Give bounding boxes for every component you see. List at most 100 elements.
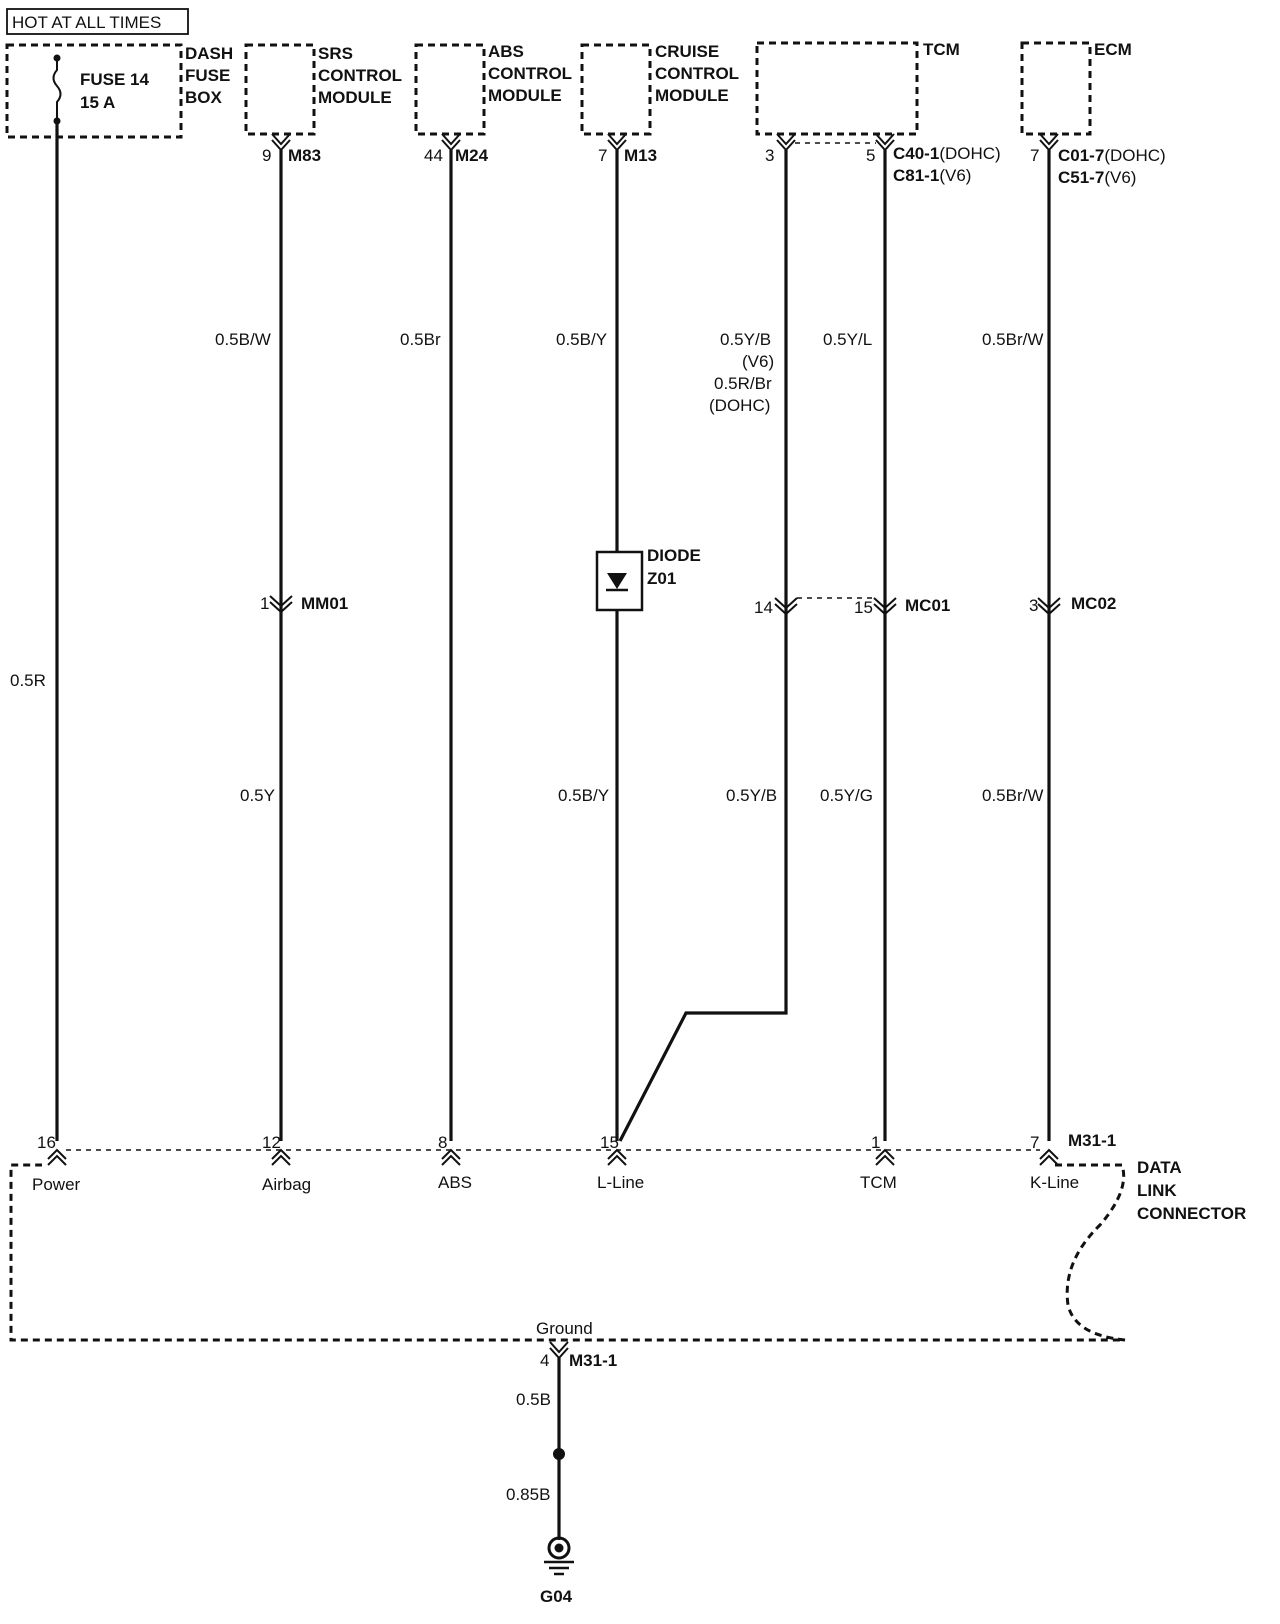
mc01-pin-14-number: 14 <box>754 598 773 617</box>
dlc-pin-number-15: 15 <box>600 1133 619 1152</box>
tcm-lower-wire-label: 0.5Y/G <box>820 786 873 805</box>
fuse-rating: 15 A <box>80 93 115 112</box>
mc01-connector-pin-15 <box>873 597 897 616</box>
tcm-module-label: TCM <box>923 40 960 59</box>
fuse-box-label-3: BOX <box>185 88 223 107</box>
cruise-module-label-2: CONTROL <box>655 64 739 83</box>
mm01-connector-name: MM01 <box>301 594 348 613</box>
dlc-pin-label-k-line: K-Line <box>1030 1173 1079 1192</box>
dlc-pin-16 <box>47 1148 67 1166</box>
abs-pin-number: 44 <box>424 146 443 165</box>
fuse-bottom-terminal <box>53 117 61 125</box>
tcm-connector-line-1: C40-1(DOHC) <box>893 144 1001 163</box>
dlc-pin-label-power: Power <box>32 1175 81 1194</box>
dlc-pin-12 <box>271 1148 291 1166</box>
mc01-connector-pin-14 <box>774 597 798 616</box>
tcm-l-line-wire <box>618 150 788 1142</box>
mc01-pin-15-number: 15 <box>854 598 873 617</box>
dlc-name-2: LINK <box>1137 1181 1177 1200</box>
ecm-module <box>1020 41 1092 136</box>
dlc-ground-pin-number: 4 <box>540 1351 549 1370</box>
tcm-connector-pin-5 <box>875 133 895 152</box>
dlc-ground-connector-name: M31-1 <box>569 1351 617 1370</box>
mm01-connector-pin <box>269 595 293 614</box>
dlc-pin-number-7: 7 <box>1030 1133 1039 1152</box>
dlc-name-1: DATA <box>1137 1158 1182 1177</box>
ecm-connector-code-2: C51-7 <box>1058 168 1104 187</box>
dlc-pin-label-airbag: Airbag <box>262 1175 311 1194</box>
cruise-connector-name: M13 <box>624 146 657 165</box>
tcm-module <box>755 41 919 136</box>
mc01-connector-name: MC01 <box>905 596 950 615</box>
diode-icon <box>607 573 627 589</box>
dlc-pin-number-12: 12 <box>262 1133 281 1152</box>
tcm-l-upper-wire-label-3: 0.5R/Br <box>714 374 772 393</box>
fuse-top-terminal <box>53 54 61 62</box>
data-link-connector <box>9 1163 1126 1342</box>
ecm-upper-wire-label: 0.5Br/W <box>982 330 1043 349</box>
cruise-lower-wire-label: 0.5B/Y <box>558 786 609 805</box>
ecm-pin-number: 7 <box>1030 146 1039 165</box>
dlc-ground-pin <box>549 1341 569 1360</box>
dash-fuse-box <box>5 43 183 139</box>
srs-connector-name: M83 <box>288 146 321 165</box>
mc02-pin-number: 3 <box>1029 596 1038 615</box>
dlc-name-3: CONNECTOR <box>1137 1204 1246 1223</box>
ecm-connector-line-1: C01-7(DOHC) <box>1058 146 1166 165</box>
srs-module-label-1: SRS <box>318 44 353 63</box>
tcm-connector-code-1: C40-1 <box>893 144 939 163</box>
abs-module-label-3: MODULE <box>488 86 562 105</box>
header-label-box <box>6 8 189 35</box>
tcm-connector-note-1: (DOHC) <box>939 144 1000 163</box>
cruise-module-label-1: CRUISE <box>655 42 719 61</box>
ecm-connector-line-2: C51-7(V6) <box>1058 168 1136 187</box>
mc02-connector-name: MC02 <box>1071 594 1116 613</box>
srs-lower-wire-label: 0.5Y <box>240 786 275 805</box>
dlc-pin-number-1: 1 <box>871 1133 880 1152</box>
dlc-pin-1 <box>875 1148 895 1166</box>
abs-upper-wire-label: 0.5Br <box>400 330 441 349</box>
tcm-l-upper-wire-label-1: 0.5Y/B <box>720 330 771 349</box>
cruise-module-label-3: MODULE <box>655 86 729 105</box>
ground-terminal-outer <box>547 1536 571 1560</box>
ground-splice <box>553 1448 565 1460</box>
ground-upper-wire-label: 0.5B <box>516 1390 551 1409</box>
ground-point-label: G04 <box>540 1587 573 1606</box>
dlc-ground-label: Ground <box>536 1319 593 1338</box>
abs-module-label-1: ABS <box>488 42 524 61</box>
fuse-name: FUSE 14 <box>80 70 150 89</box>
tcm-connector-pin-3 <box>776 133 796 152</box>
fuse-box-label-1: DASH <box>185 44 233 63</box>
ecm-connector-code-1: C01-7 <box>1058 146 1104 165</box>
abs-module-label-2: CONTROL <box>488 64 572 83</box>
tcm-l-upper-wire-label-2: (V6) <box>742 352 774 371</box>
header-label: HOT AT ALL TIMES <box>12 13 161 32</box>
ground-terminal-inner <box>554 1543 564 1553</box>
ecm-connector-pin <box>1039 133 1059 152</box>
dlc-pin-number-16: 16 <box>37 1133 56 1152</box>
ground-icon <box>544 1560 574 1576</box>
dlc-connector-name: M31-1 <box>1068 1131 1116 1150</box>
mm01-pin-number: 1 <box>260 594 269 613</box>
ecm-connector-note-2: (V6) <box>1104 168 1136 187</box>
srs-control-module <box>244 43 316 136</box>
tcm-connector-code-2: C81-1 <box>893 166 939 185</box>
tcm-connector-line-2: C81-1(V6) <box>893 166 971 185</box>
tcm-l-upper-wire-label-4: (DOHC) <box>709 396 770 415</box>
ecm-module-label: ECM <box>1094 40 1132 59</box>
cruise-control-module <box>580 43 652 136</box>
diode-code: Z01 <box>647 569 676 588</box>
dlc-pin-8 <box>441 1148 461 1166</box>
srs-upper-wire-label: 0.5B/W <box>215 330 271 349</box>
srs-module-label-2: CONTROL <box>318 66 402 85</box>
cruise-upper-wire-label: 0.5B/Y <box>556 330 607 349</box>
abs-connector-name: M24 <box>455 146 489 165</box>
ecm-lower-wire-label: 0.5Br/W <box>982 786 1043 805</box>
fuse-box-label-2: FUSE <box>185 66 230 85</box>
mc02-connector-pin <box>1037 597 1061 616</box>
dlc-pin-label-l-line: L-Line <box>597 1173 644 1192</box>
tcm-pin-3-number: 3 <box>765 146 774 165</box>
ecm-connector-note-1: (DOHC) <box>1104 146 1165 165</box>
fuse-14-symbol <box>52 58 62 118</box>
